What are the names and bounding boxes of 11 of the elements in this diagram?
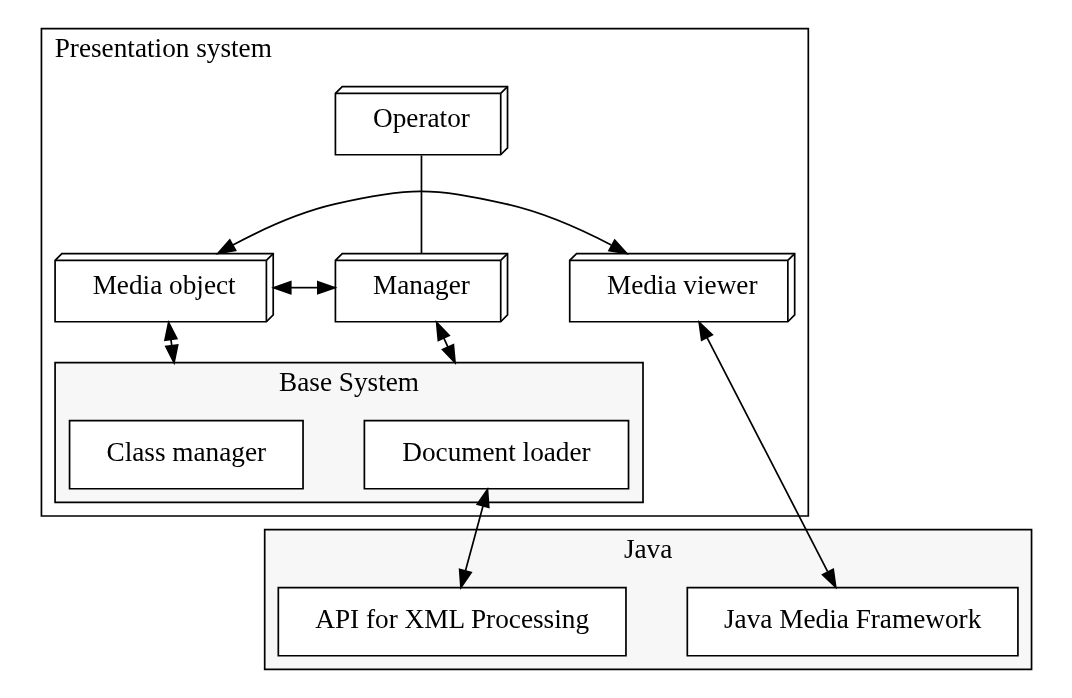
arrow bbox=[215, 190, 629, 255]
node-box: Java Media Framework bbox=[685, 586, 1019, 657]
arrow bbox=[697, 319, 837, 590]
arrow bbox=[270, 280, 337, 295]
arrow bbox=[163, 319, 179, 366]
node-box: Document loader bbox=[363, 419, 629, 490]
arrow bbox=[435, 320, 456, 365]
connector bbox=[420, 154, 422, 255]
node-box: Class manager bbox=[68, 419, 304, 490]
node-box: API for XML Processing bbox=[276, 586, 627, 657]
arrow bbox=[458, 487, 490, 590]
